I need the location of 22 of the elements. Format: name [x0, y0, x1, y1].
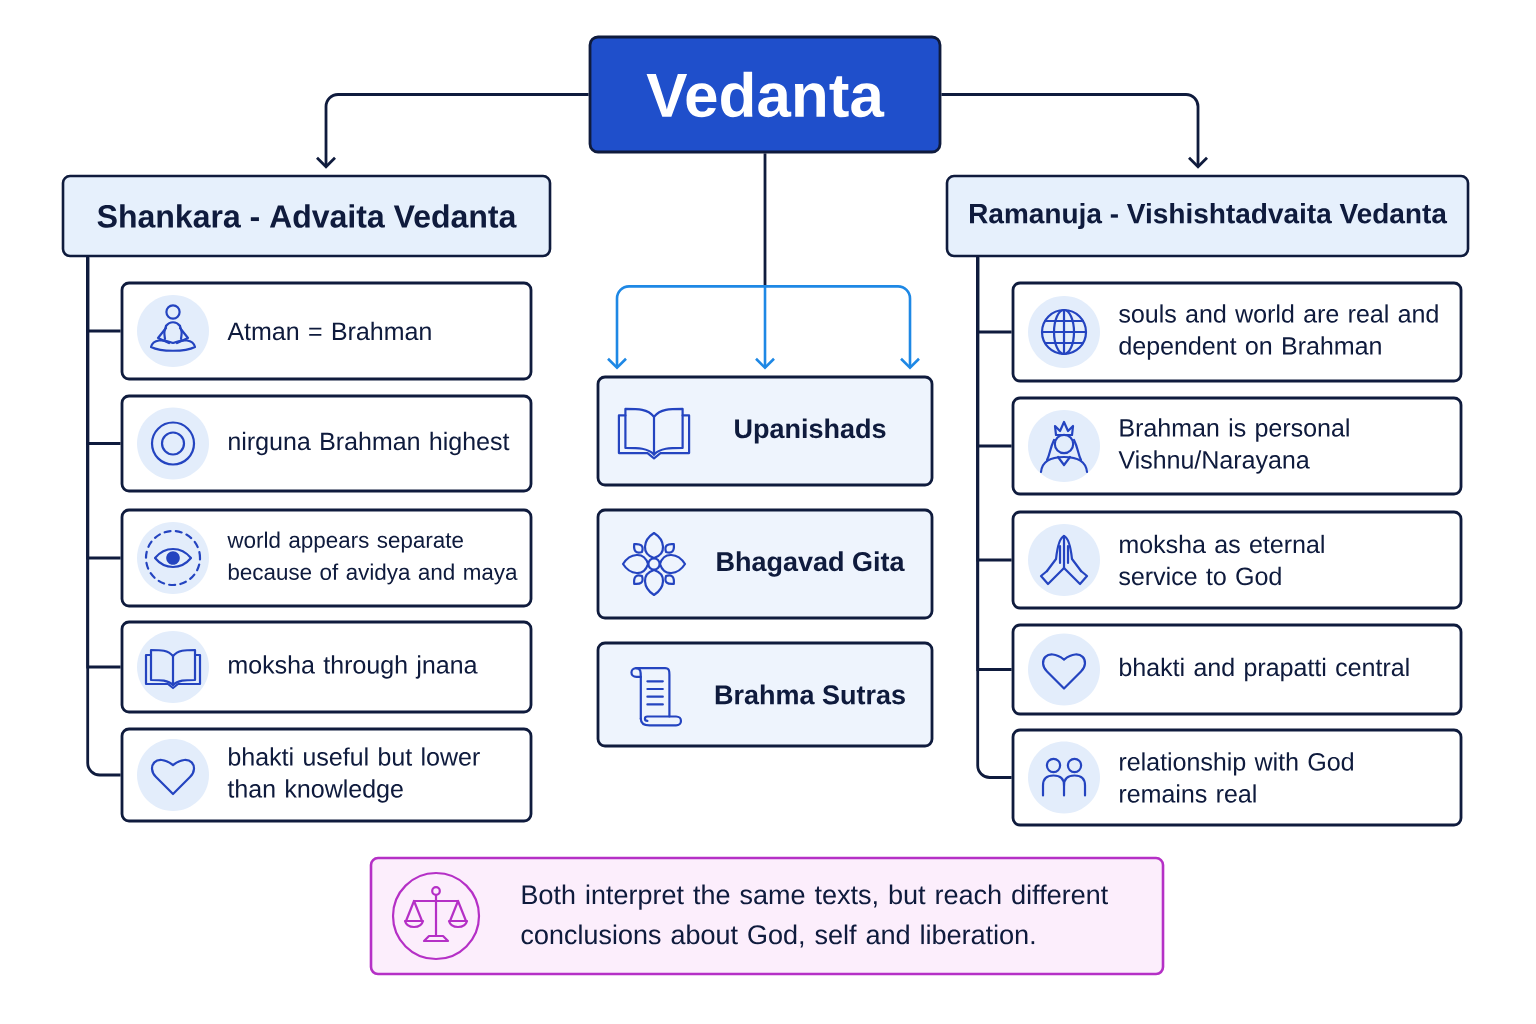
arrow — [316, 93, 589, 169]
source-box: Upanishads — [596, 375, 934, 487]
source-box: Brahma Sutras — [596, 641, 934, 748]
item-box: moksha as eternal service to God — [1011, 510, 1463, 610]
header-box: Ramanuja - Vishishtadvaita Vedanta — [945, 174, 1470, 258]
arrow — [941, 93, 1208, 169]
item-box: world appears separate because of avidya and maya — [120, 508, 533, 608]
connector-line — [86, 257, 121, 777]
item-box: nirguna Brahman highest — [120, 394, 533, 493]
item-box: Atman = Brahman — [120, 281, 533, 381]
header-box: Shankara - Advaita Vedanta — [61, 174, 552, 258]
item-box: bhakti useful but lower than knowledge — [120, 727, 533, 823]
item-box: moksha through jnana — [120, 620, 533, 714]
item-box: bhakti and prapatti central — [1011, 623, 1463, 716]
item-box: souls and world are real and dependent on Brahman — [1011, 281, 1463, 383]
arrow — [607, 153, 920, 370]
connector-line — [976, 257, 1012, 779]
note-box: Both interpret the same texts, but reach different conclusions about God, self and liberation. — [369, 856, 1165, 976]
item-box: Brahman is personal Vishnu/Narayana — [1011, 396, 1463, 496]
source-box: Bhagavad Gita — [596, 508, 934, 620]
item-box: relationship with God remains real — [1011, 728, 1463, 827]
title-box: Vedanta — [588, 35, 942, 154]
